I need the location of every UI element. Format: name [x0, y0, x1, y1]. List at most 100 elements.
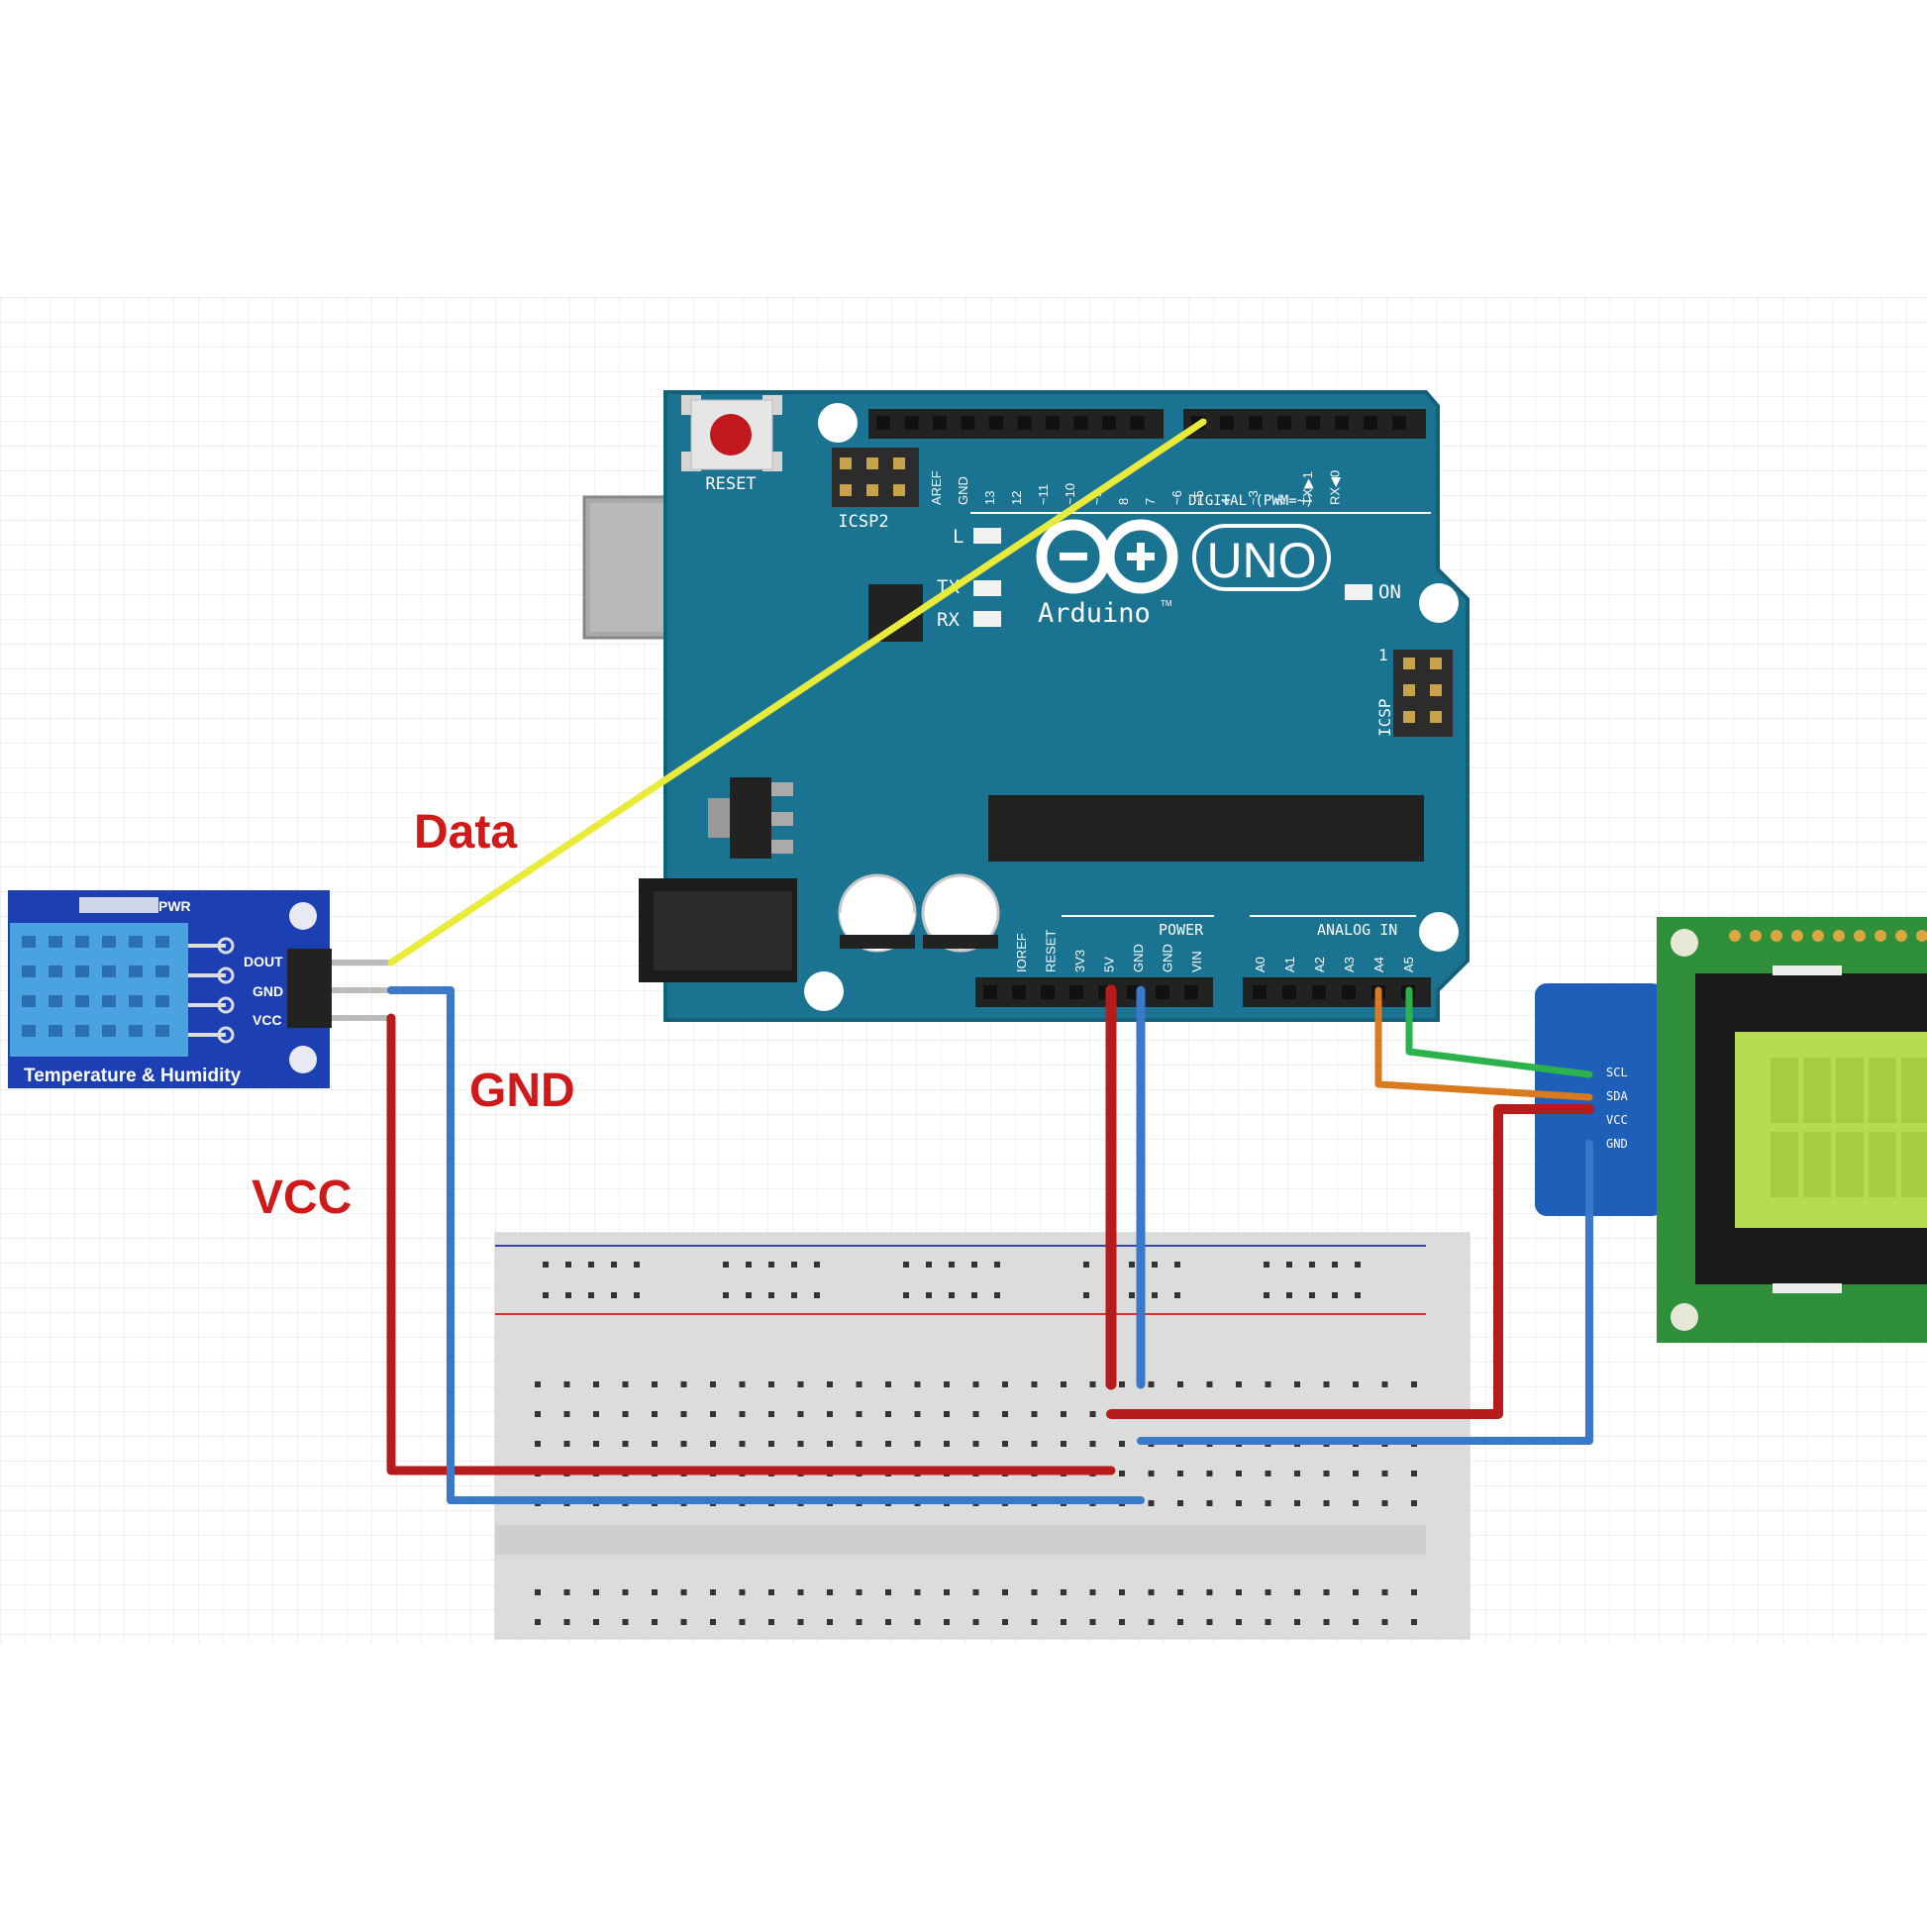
breadboard-hole — [1236, 1381, 1242, 1387]
dht-sensor-module: PWR DOUT GND VCC Temperature & Humidity — [8, 890, 391, 1088]
icsp-pin — [1430, 711, 1442, 723]
breadboard-hole — [1031, 1619, 1038, 1625]
breadboard-hole — [710, 1411, 716, 1417]
breadboard-hole — [622, 1411, 629, 1417]
icsp-pin — [1430, 684, 1442, 696]
breadboard-hole — [856, 1381, 862, 1387]
breadboard-hole — [768, 1262, 774, 1268]
digital-header — [868, 409, 1426, 439]
breadboard-hole — [944, 1381, 950, 1387]
led-rx-label: RX — [937, 609, 960, 631]
header-pin — [1312, 985, 1326, 999]
breadboard-hole — [1061, 1619, 1066, 1625]
breadboard-hole — [827, 1411, 833, 1417]
breadboard-hole — [710, 1619, 716, 1625]
lcd-header-pins — [1729, 930, 1927, 942]
lcd-header-pin — [1916, 930, 1927, 942]
breadboard-hole — [1264, 1292, 1269, 1298]
breadboard-hole — [535, 1619, 541, 1625]
breadboard-hole — [710, 1441, 716, 1447]
breadboard-hole — [1332, 1262, 1338, 1268]
analog-pin-label: A2 — [1312, 957, 1327, 972]
header-pin — [1220, 416, 1234, 430]
breadboard-hole — [972, 1411, 979, 1417]
led-l-label: L — [953, 526, 964, 548]
digital-pin-label: 13 — [982, 491, 997, 505]
breadboard-hole — [1411, 1381, 1417, 1387]
breadboard-hole — [1294, 1619, 1300, 1625]
grille-slot — [75, 995, 89, 1007]
breadboard-hole — [680, 1589, 687, 1595]
digital-pin-label: ~5 — [1191, 490, 1206, 505]
lcd-header-pin — [1854, 930, 1866, 942]
power-pin-label: IOREF — [1014, 933, 1029, 972]
sensor-grille — [22, 936, 169, 1037]
breadboard-hole — [680, 1441, 687, 1447]
breadboard-hole — [791, 1262, 797, 1268]
header-pin — [1130, 416, 1145, 430]
breadboard-hole — [827, 1619, 833, 1625]
mount-hole — [1419, 912, 1459, 952]
breadboard-hole — [593, 1411, 599, 1417]
wire-sda — [1374, 986, 1593, 1101]
microcontroller-chip — [988, 795, 1424, 862]
breadboard-hole — [768, 1411, 774, 1417]
grille-slot — [129, 936, 143, 948]
lcd-cell — [1803, 1058, 1831, 1123]
breadboard-hole — [563, 1411, 570, 1417]
wire-lcd-vcc — [1106, 1104, 1594, 1419]
i2c-pin-vcc: VCC — [1606, 1113, 1628, 1127]
lcd-header-pin — [1771, 930, 1782, 942]
wire-sensor-vcc — [386, 1013, 1116, 1475]
breadboard-hole — [1002, 1411, 1008, 1417]
wire-scl — [1405, 986, 1593, 1078]
digital-label: DIGITAL (PWM=~) — [1188, 493, 1313, 509]
breadboard-hole — [856, 1589, 862, 1595]
grille-slot — [75, 1025, 89, 1037]
breadboard-hole — [791, 1292, 797, 1298]
breadboard-hole — [1411, 1619, 1417, 1625]
breadboard-hole — [1083, 1292, 1089, 1298]
breadboard-hole — [535, 1441, 541, 1447]
breadboard-hole — [971, 1262, 977, 1268]
grille-slot — [75, 966, 89, 977]
breadboard-hole — [1119, 1471, 1125, 1476]
breadboard-hole — [885, 1381, 891, 1387]
breadboard-hole — [1061, 1381, 1066, 1387]
grille-slot — [102, 1025, 116, 1037]
reset-button[interactable] — [681, 395, 782, 471]
breadboard-hole — [563, 1441, 570, 1447]
header-pin — [1069, 985, 1083, 999]
lcd-header-pin — [1729, 930, 1741, 942]
breadboard-hole — [1286, 1262, 1292, 1268]
breadboard-hole — [1411, 1471, 1417, 1476]
lcd-cell — [1869, 1058, 1896, 1123]
grille-slot — [75, 936, 89, 948]
grille-slot — [22, 936, 36, 948]
sensor-pin-gnd: GND — [253, 983, 283, 999]
header-pin — [1306, 416, 1320, 430]
breadboard-hole — [611, 1292, 617, 1298]
breadboard-hole — [797, 1411, 804, 1417]
led-on — [1345, 584, 1372, 600]
mount-hole — [289, 902, 317, 930]
breadboard-hole — [1323, 1619, 1330, 1625]
icsp2-pin — [840, 484, 852, 496]
breadboard-hole — [1206, 1619, 1213, 1625]
analog-pin-label: A4 — [1371, 957, 1386, 972]
breadboard-hole — [652, 1441, 658, 1447]
breadboard-hole — [827, 1381, 833, 1387]
vcc-wire-label: VCC — [252, 1171, 352, 1224]
digital-pin-label: 8 — [1116, 498, 1131, 505]
gnd-wire-label: GND — [469, 1065, 575, 1117]
breadboard-hole — [1002, 1619, 1008, 1625]
digital-pin-label: 7 — [1143, 498, 1158, 505]
breadboard-hole — [622, 1589, 629, 1595]
breadboard-hole — [535, 1589, 541, 1595]
header-pin — [961, 416, 975, 430]
capacitor — [921, 873, 1000, 953]
analog-pin-label: A0 — [1253, 957, 1268, 972]
header-pin — [1342, 985, 1356, 999]
breadboard-hole — [1119, 1619, 1125, 1625]
